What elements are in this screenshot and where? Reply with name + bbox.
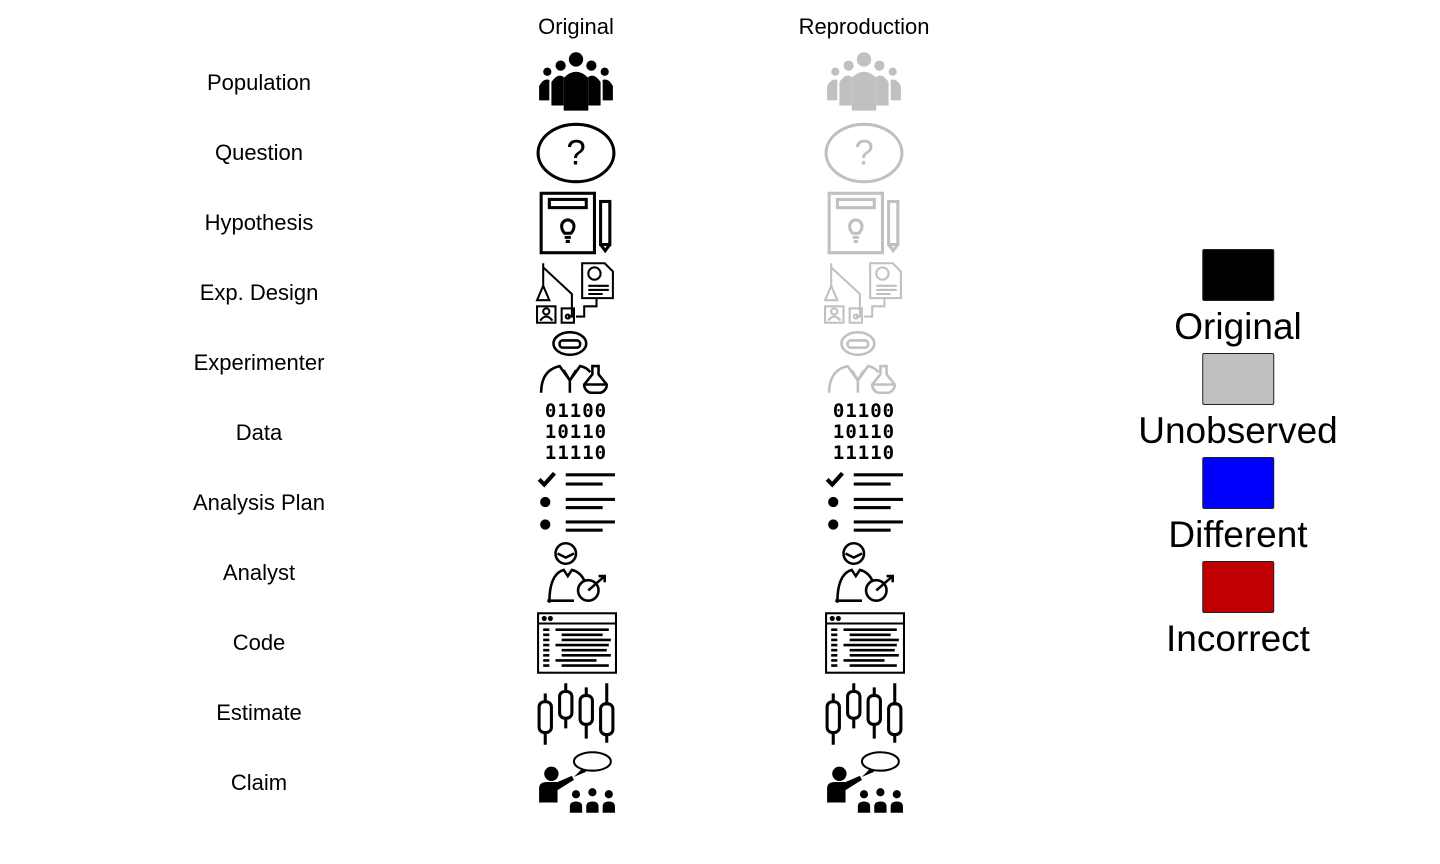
checklist-icon (823, 471, 905, 535)
binary-line: 01100 (832, 400, 896, 422)
row-label: Estimate (216, 700, 302, 725)
experimenter-icon (823, 331, 905, 395)
row-label: Population (207, 70, 311, 95)
population-icon (823, 51, 905, 115)
candlestick-icon (823, 681, 905, 745)
hypothesis-icon (535, 191, 617, 255)
candlestick-icon (535, 681, 617, 745)
row-label: Claim (230, 770, 288, 795)
diagram-row: Experimenter (0, 328, 1000, 398)
column-header-reproduction: Reproduction (798, 14, 930, 39)
row-label: Analysis Plan (192, 490, 326, 515)
presenter-icon (823, 751, 905, 815)
legend-label: Original (1174, 306, 1302, 347)
row-label: Data (235, 420, 283, 445)
legend-swatch (1201, 249, 1274, 301)
diagram-row: Estimate (0, 678, 1000, 748)
question-icon (823, 121, 905, 185)
legend-swatch (1201, 561, 1274, 613)
row-label: Exp. Design (199, 280, 319, 305)
code-window-icon (535, 611, 617, 675)
presenter-icon (535, 751, 617, 815)
row-label: Code (232, 630, 286, 655)
analyst-icon (535, 541, 617, 605)
legend-label: Incorrect (1166, 618, 1310, 659)
binary-line: 01100 (544, 400, 608, 422)
diagram-row: Analyst (0, 538, 1000, 608)
experimenter-icon (535, 331, 617, 395)
analyst-icon (823, 541, 905, 605)
diagram-row: Exp. Design (0, 258, 1000, 328)
legend-swatch (1201, 457, 1274, 509)
experiment-design-icon (823, 261, 905, 325)
binary-line: 11110 (832, 442, 896, 464)
diagram-row: Analysis Plan (0, 468, 1000, 538)
diagram-row: Question (0, 118, 1000, 188)
legend-label: Unobserved (1138, 410, 1338, 451)
binary-line: 10110 (544, 421, 608, 443)
diagram-row: Population (0, 48, 1000, 118)
row-label: Question (214, 140, 304, 165)
diagram-row: Hypothesis (0, 188, 1000, 258)
diagram-row: Claim (0, 748, 1000, 818)
code-window-icon (823, 611, 905, 675)
row-label: Hypothesis (204, 210, 314, 235)
binary-line: 10110 (832, 421, 896, 443)
diagram-row: Code (0, 608, 1000, 678)
legend-label: Different (1168, 514, 1308, 555)
row-label: Analyst (222, 560, 296, 585)
legend-swatch (1201, 353, 1274, 405)
binary-line: 11110 (544, 442, 608, 464)
question-icon (535, 121, 617, 185)
hypothesis-icon (823, 191, 905, 255)
checklist-icon (535, 471, 617, 535)
population-icon (535, 51, 617, 115)
experiment-design-icon (535, 261, 617, 325)
column-header-original: Original (538, 14, 614, 39)
row-label: Experimenter (193, 350, 325, 375)
